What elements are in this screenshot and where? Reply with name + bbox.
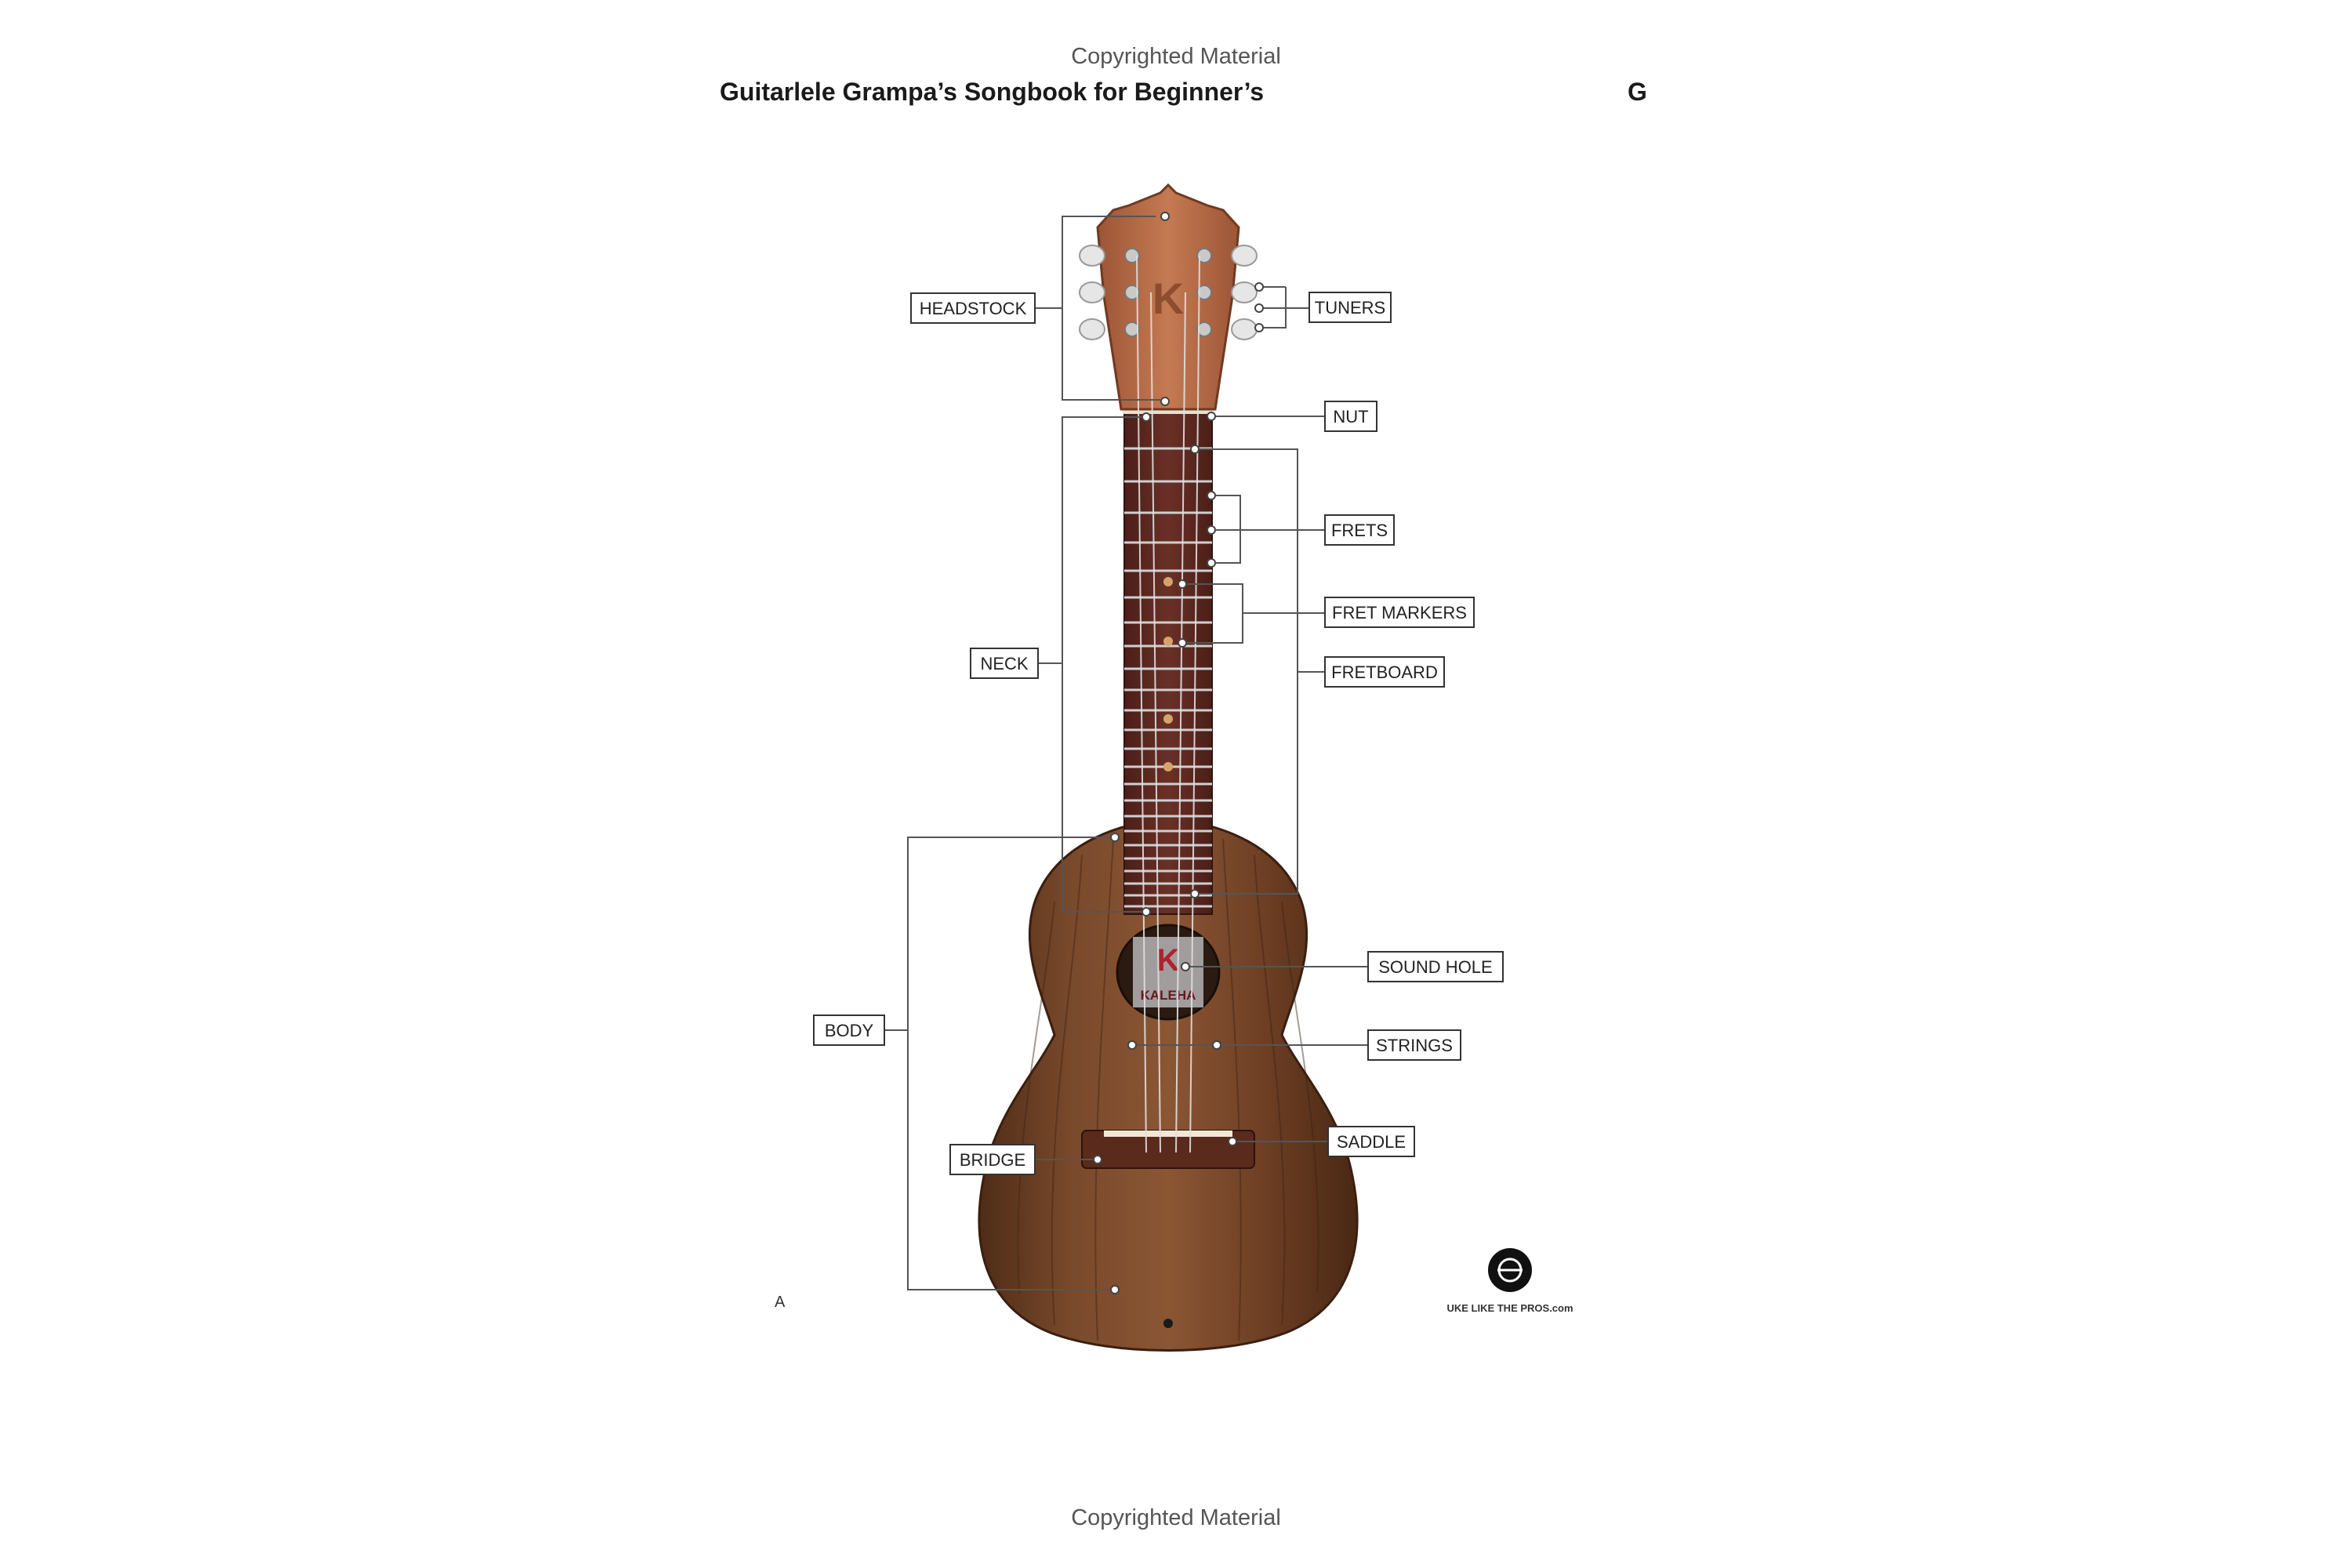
label-sound-hole: SOUND HOLE [1367, 951, 1504, 982]
svg-text:SADDLE: SADDLE [1337, 1132, 1406, 1152]
label-strings: STRINGS [1367, 1029, 1461, 1061]
saddle-bar [1104, 1131, 1232, 1137]
ukulele-illustration: K KALEHA [978, 183, 1359, 1352]
label-nut: NUT [1324, 401, 1377, 432]
copyright-notice-top: Copyrighted Material [1071, 44, 1281, 69]
headstock-logo-icon: K [1152, 274, 1184, 323]
strings-group [1136, 255, 1200, 1153]
copyright-notice-bottom: Copyrighted Material [1071, 1505, 1281, 1530]
svg-text:FRETBOARD: FRETBOARD [1331, 662, 1438, 682]
svg-text:NUT: NUT [1333, 407, 1368, 426]
label-saddle: SADDLE [1327, 1126, 1415, 1157]
svg-text:NECK: NECK [980, 654, 1028, 673]
label-fret-markers: FRET MARKERS [1324, 597, 1475, 628]
book-title: Guitarlele Grampa’s Songbook for Beginne… [720, 78, 1265, 106]
label-body: BODY [813, 1014, 885, 1046]
soundhole-logo-icon: K [1157, 943, 1180, 978]
svg-text:BRIDGE: BRIDGE [960, 1150, 1025, 1170]
svg-text:BODY: BODY [825, 1021, 874, 1040]
publisher-logo: UKE LIKE THE PROS.com [1446, 1248, 1573, 1314]
svg-text:FRETS: FRETS [1331, 521, 1388, 540]
page-letter: G [1628, 78, 1647, 106]
ukulele-body [978, 818, 1359, 1352]
svg-text:HEADSTOCK: HEADSTOCK [920, 299, 1027, 318]
label-headstock: HEADSTOCK [910, 292, 1036, 324]
label-fretboard: FRETBOARD [1324, 656, 1445, 688]
label-frets: FRETS [1324, 514, 1395, 546]
fret-markers-group [1163, 577, 1173, 771]
nut-bar [1123, 408, 1214, 414]
end-pin [1163, 1319, 1173, 1328]
fretboard [1123, 412, 1213, 915]
publisher-logo-text: UKE LIKE THE PROS.com [1446, 1302, 1573, 1314]
label-tuners: TUNERS [1308, 292, 1392, 323]
svg-text:FRET MARKERS: FRET MARKERS [1332, 603, 1467, 622]
leader-endpoints [1093, 212, 1264, 1294]
leader-lines [884, 216, 1368, 1290]
svg-text:SOUND HOLE: SOUND HOLE [1378, 957, 1492, 977]
corner-letter: A [775, 1294, 786, 1311]
label-bridge: BRIDGE [949, 1144, 1036, 1175]
svg-text:TUNERS: TUNERS [1315, 298, 1385, 318]
label-neck: NECK [970, 648, 1039, 679]
soundhole-brand: KALEHA [1141, 988, 1196, 1003]
svg-text:STRINGS: STRINGS [1376, 1036, 1453, 1055]
part-labels: HEADSTOCK TUNERS NUT FRETS FRET MARKERS … [813, 292, 1504, 1175]
